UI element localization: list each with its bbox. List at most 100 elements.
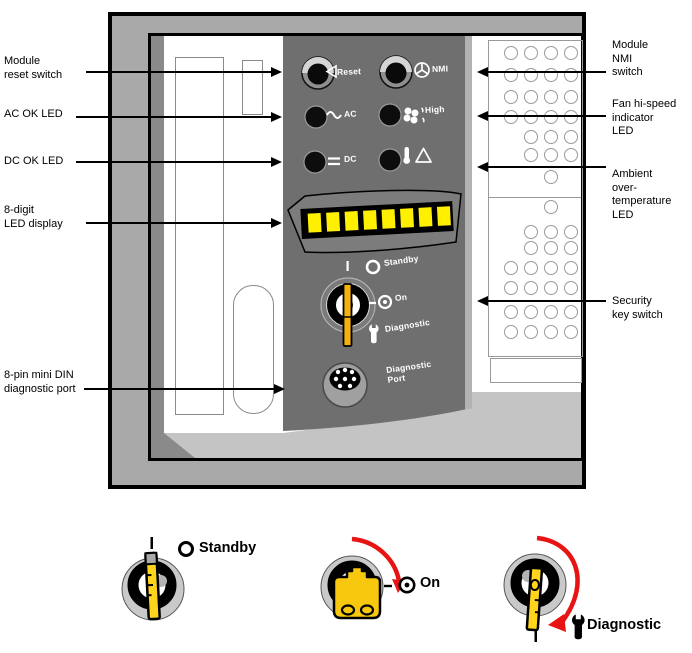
vent-hole (504, 68, 518, 82)
vent-hole (504, 110, 518, 124)
vent-hole (564, 148, 578, 162)
vent-hole (544, 325, 558, 339)
key-position-standby-label: Standby (199, 540, 257, 556)
security-key-switch (320, 277, 376, 347)
on-icon (369, 294, 393, 310)
led-segment (344, 211, 359, 231)
panel-label-dc: DC (343, 153, 357, 164)
callout-security-key-switch: Security key switch (612, 295, 663, 321)
panel-label-nmi: NMI (431, 63, 449, 74)
vent-plate-outline (488, 40, 583, 357)
callout-arrow (477, 162, 606, 172)
rotate-arrowhead (548, 614, 566, 632)
vent-hole (524, 130, 538, 144)
dc-icon (328, 157, 340, 166)
warning-triangle-icon (415, 147, 432, 163)
callout-arrow (86, 218, 282, 228)
overtemp-led (378, 148, 402, 172)
vent-hole (524, 241, 538, 255)
vent-hole (564, 90, 578, 104)
callout-module-nmi-switch: Module NMI switch (612, 39, 649, 78)
vent-hole (504, 46, 518, 60)
callout-arrow (477, 296, 606, 306)
reset-icon (325, 64, 337, 79)
key-position-diagnostic-label: Diagnostic (587, 617, 662, 633)
led-segment (381, 209, 396, 229)
key-position-on-label: On (420, 575, 441, 591)
security-key (342, 283, 353, 347)
vent-hole (564, 46, 578, 60)
panel-label-on: On (394, 291, 408, 303)
vent-hole (524, 225, 538, 239)
callout-fan-hispeed-led: Fan hi-speed indicator LED (612, 98, 677, 137)
vent-hole (544, 46, 558, 60)
callout-diagnostic-port: 8-pin mini DIN diagnostic port (4, 369, 76, 395)
callout-arrow (76, 157, 282, 167)
vent-hole (504, 90, 518, 104)
vent-hole (544, 241, 558, 255)
ac-icon (326, 111, 342, 119)
vent-hole (504, 281, 518, 295)
rotate-arrow (536, 535, 580, 624)
vent-hole (564, 325, 578, 339)
led-display (300, 201, 454, 240)
led-segment (399, 208, 414, 228)
key-position-on (320, 536, 416, 620)
led-segment (326, 212, 341, 232)
panel-label-reset: Reset (336, 66, 362, 77)
vent-hole (544, 281, 558, 295)
vent-hole (524, 68, 538, 82)
led-segment (363, 210, 378, 230)
diagnostic-wrench-icon (572, 614, 585, 640)
callout-dc-ok-led: DC OK LED (4, 155, 64, 167)
standby-tick (150, 537, 153, 549)
module-nmi-switch (379, 55, 413, 89)
vent-hole (564, 110, 578, 124)
vent-hole (544, 130, 558, 144)
key-head (332, 565, 382, 620)
standby-tick (346, 261, 349, 271)
fan-icon (403, 107, 425, 124)
vent-hole (504, 261, 518, 275)
vent-hole (524, 46, 538, 60)
vent-plate-divider (489, 197, 581, 198)
dc-ok-led (303, 150, 327, 174)
callout-module-reset-switch: Module reset switch (4, 55, 63, 81)
led-segment (418, 207, 433, 227)
vent-hole (564, 305, 578, 319)
led-segment (307, 212, 322, 233)
vent-hole (544, 261, 558, 275)
vent-hole (544, 148, 558, 162)
panel-label-ac: AC (343, 108, 357, 119)
vent-hole (544, 200, 558, 214)
on-icon (398, 576, 416, 594)
fan-hispeed-led (378, 103, 402, 127)
thermometer-icon (403, 147, 411, 164)
vent-hole (564, 281, 578, 295)
standby-icon (178, 541, 194, 557)
vent-hole (564, 225, 578, 239)
vent-hole (524, 305, 538, 319)
vent-bottom-slot (490, 358, 582, 383)
vent-hole (564, 241, 578, 255)
nmi-icon (414, 62, 430, 78)
vent-hole (524, 110, 538, 124)
vent-hole (564, 261, 578, 275)
vent-hole (524, 261, 538, 275)
vent-hole (544, 225, 558, 239)
vent-hole (524, 90, 538, 104)
callout-overtemp-led: Ambient over- temperature LED (612, 168, 672, 221)
vent-hole (544, 90, 558, 104)
callout-led-display: 8-digit LED display (4, 204, 63, 230)
handle-outline (233, 285, 274, 414)
standby-icon (365, 259, 381, 275)
key-position-standby (121, 537, 194, 621)
callout-arrow (76, 112, 282, 122)
key-position-diagnostic (503, 535, 585, 642)
callout-arrow (477, 67, 606, 77)
vent-hole (544, 110, 558, 124)
vent-hole (524, 325, 538, 339)
diagnostic-tick (534, 630, 537, 642)
vent-hole (544, 170, 558, 184)
key-down (525, 566, 544, 632)
